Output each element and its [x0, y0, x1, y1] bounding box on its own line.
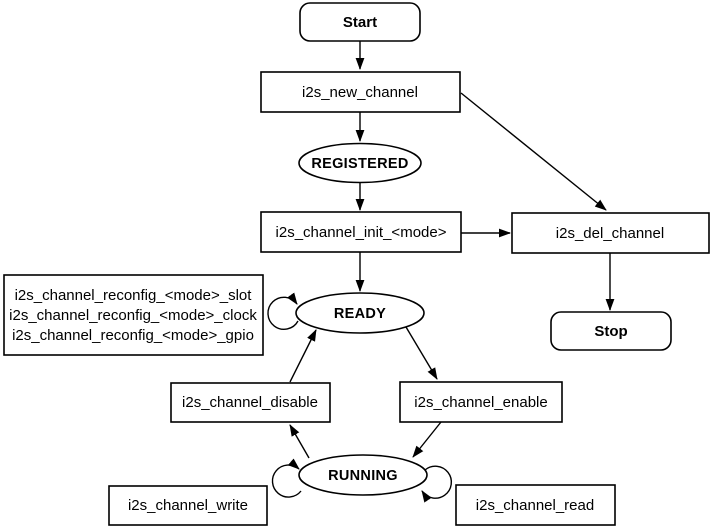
edge-running-to-disable: [289, 424, 310, 459]
edge-new-channel-to-del-channel: [460, 92, 607, 211]
del-channel-box: [511, 212, 710, 254]
reconfig-box: [3, 274, 264, 356]
node-registered: REGISTERED: [298, 142, 422, 184]
edge-enable-to-running: [412, 421, 442, 458]
new-channel-box: [260, 71, 461, 113]
read-label: i2s_channel_read: [476, 497, 594, 514]
disable-box: [170, 382, 331, 423]
read-box: [455, 484, 616, 526]
registered-ellipse: [298, 142, 422, 184]
node-init: i2s_channel_init_<mode>: [260, 211, 462, 253]
node-running: RUNNING: [298, 454, 428, 496]
new-channel-label: i2s_new_channel: [302, 84, 418, 101]
edge-running-self-loop-write: [271, 458, 302, 498]
node-new-channel: i2s_new_channel: [260, 71, 461, 113]
write-box: [108, 485, 268, 526]
node-start: Start: [299, 2, 421, 42]
node-write: i2s_channel_write: [108, 485, 268, 526]
start-label: Start: [343, 14, 377, 31]
ready-label: READY: [334, 306, 386, 322]
enable-label: i2s_channel_enable: [414, 394, 547, 411]
node-enable: i2s_channel_enable: [399, 381, 563, 423]
node-del-channel: i2s_del_channel: [511, 212, 710, 254]
stop-label: Stop: [594, 323, 627, 340]
edge-ready-self-loop-reconfig: [267, 292, 299, 330]
registered-label: REGISTERED: [311, 156, 408, 172]
reconfig-label-slot: i2s_channel_reconfig_<mode>_slot: [15, 287, 253, 304]
edge-disable-to-ready: [289, 329, 317, 383]
enable-box: [399, 381, 563, 423]
ready-ellipse: [295, 292, 425, 334]
running-label: RUNNING: [328, 468, 398, 484]
del-channel-label: i2s_del_channel: [556, 225, 664, 242]
running-ellipse: [298, 454, 428, 496]
write-label: i2s_channel_write: [128, 497, 248, 514]
start-box: [299, 2, 421, 42]
stop-box: [550, 311, 672, 351]
reconfig-label-clock: i2s_channel_reconfig_<mode>_clock: [9, 307, 257, 324]
edge-running-self-loop-read: [421, 465, 453, 503]
reconfig-label-gpio: i2s_channel_reconfig_<mode>_gpio: [12, 327, 254, 344]
init-box: [260, 211, 462, 253]
node-read: i2s_channel_read: [455, 484, 616, 526]
node-ready: READY: [295, 292, 425, 334]
init-label: i2s_channel_init_<mode>: [276, 224, 447, 241]
node-disable: i2s_channel_disable: [170, 382, 331, 423]
node-stop: Stop: [550, 311, 672, 351]
node-reconfig: i2s_channel_reconfig_<mode>_slot i2s_cha…: [3, 274, 264, 356]
disable-label: i2s_channel_disable: [182, 394, 318, 411]
edge-ready-to-enable: [405, 326, 438, 380]
